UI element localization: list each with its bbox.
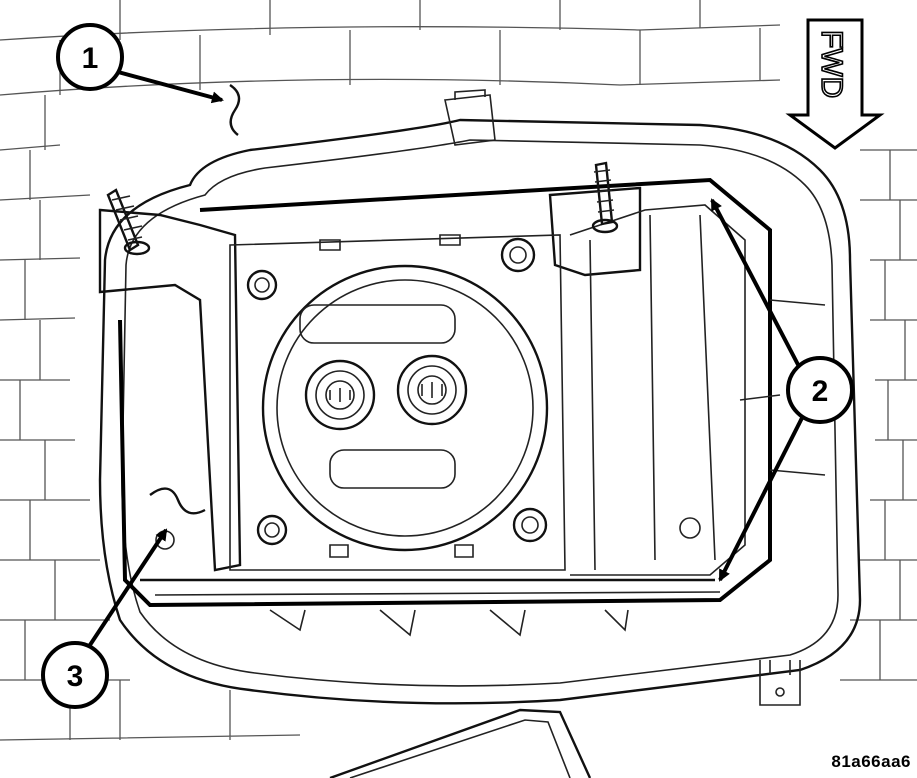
mounting-stud-right <box>591 161 619 234</box>
mounting-stud-left <box>106 188 151 256</box>
callout-2-number: 2 <box>812 375 829 408</box>
callout-3: 3 <box>41 641 109 709</box>
fwd-arrow-icon: FWD <box>785 18 885 150</box>
callout-3-number: 3 <box>67 660 84 693</box>
bracket-icon <box>759 660 801 706</box>
adjuster-bosses <box>155 237 701 550</box>
headlamp-opening <box>98 89 862 705</box>
callout-1: 1 <box>56 23 124 91</box>
bulb-socket-right <box>396 354 468 426</box>
figure-id: 81a66aa6 <box>831 752 911 771</box>
headlamp-assembly <box>98 177 826 637</box>
wire-symbol-3 <box>149 487 206 515</box>
leader-arrow-2-upper <box>710 198 807 379</box>
fwd-label: FWD <box>815 30 848 98</box>
bulb-socket-left <box>304 359 376 431</box>
leader-arrow-1 <box>117 70 224 104</box>
lower-panel-edge <box>329 708 592 778</box>
callout-1-number: 1 <box>82 42 99 75</box>
leader-arrow-3 <box>86 528 168 650</box>
leader-arrow-2-lower <box>718 411 807 582</box>
wire-symbol-1 <box>229 84 241 136</box>
callout-2: 2 <box>786 356 854 424</box>
